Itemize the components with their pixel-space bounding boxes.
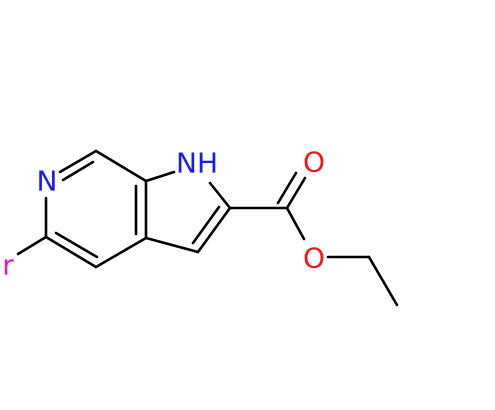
bond-c3-c3a — [144, 236, 200, 254]
pyrrole-nh-label: NH — [176, 147, 218, 180]
bond-c2-c3-double — [191, 205, 221, 245]
bond-carbonyl-c-o — [285, 176, 307, 210]
halogen-label: r — [2, 249, 14, 282]
carbonyl-oxygen-label: O — [303, 146, 325, 179]
bond-carbonyl-c-o-double — [276, 171, 298, 205]
bonds — [16, 149, 399, 307]
atom-labels: N NH O O r — [2, 146, 325, 282]
ester-oxygen-label: O — [303, 242, 325, 275]
bond-c5-halogen — [16, 235, 48, 256]
bond-ch2-ch3 — [367, 255, 399, 307]
bond-c2-c3 — [196, 206, 232, 254]
bond-carbonyl-c-ester-o — [285, 206, 306, 241]
bond-n1-c2 — [208, 181, 232, 210]
bond-c4-c3a — [94, 236, 148, 269]
bond-c7-n6-double — [61, 160, 95, 182]
bond-c5-c4-double — [54, 231, 99, 259]
bond-c7-n6 — [58, 149, 98, 174]
bond-c5-c4 — [44, 235, 98, 269]
pyridine-nitrogen-label: N — [37, 165, 58, 198]
bond-c7-c7a — [94, 149, 148, 183]
bond-c7a-n1 — [144, 170, 176, 183]
